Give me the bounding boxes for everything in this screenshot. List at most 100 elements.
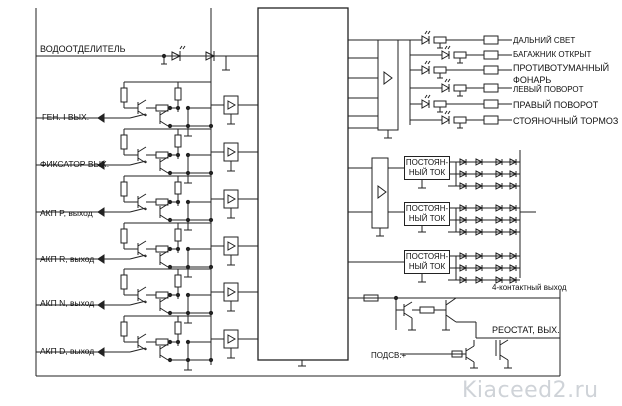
- indicator-network: [348, 39, 411, 139]
- resistor: [174, 181, 182, 195]
- junction-dot: [208, 123, 214, 129]
- led-icon: [495, 252, 504, 260]
- led-icon: [421, 65, 431, 75]
- led-icon: [459, 204, 468, 212]
- resistor: [120, 134, 128, 150]
- label-akp-p: АКП P, выход: [40, 208, 93, 218]
- resistor: [433, 66, 447, 74]
- output-arrow: [97, 300, 105, 310]
- cc-label-line2: НЫЙ ТОК: [408, 168, 446, 177]
- led-string: [448, 216, 520, 224]
- led-icon: [509, 170, 518, 178]
- transistor: [159, 109, 169, 127]
- connector: [483, 50, 499, 60]
- label-right-turn: ПРАВЫЙ ПОВОРОТ: [513, 100, 599, 110]
- indicator-row: [410, 78, 512, 97]
- transistor: [137, 333, 147, 351]
- left-output-channels: [36, 81, 258, 371]
- led-icon: [441, 50, 451, 60]
- resistor: [155, 291, 169, 299]
- label-akp-d: АКП D, выход: [40, 346, 95, 356]
- driver-block: [371, 157, 389, 229]
- junction-dot: [208, 357, 214, 363]
- indicator-row: [410, 60, 512, 79]
- constant-current-source-1: ПОСТОЯН- НЫЙ ТОК: [404, 156, 450, 180]
- resistor: [155, 104, 169, 112]
- led-grid: [448, 158, 520, 284]
- label-fog-lamp-1: ПРОТИВОТУМАННЫЙ: [513, 63, 610, 73]
- resistor: [155, 198, 169, 206]
- resistor: [155, 245, 169, 253]
- led-icon: [509, 276, 518, 284]
- indicator-row: [410, 30, 512, 49]
- indicator-row: [410, 94, 512, 113]
- transistor: [137, 193, 147, 211]
- connector: [483, 83, 499, 93]
- cc-label-line2: НЫЙ ТОК: [408, 262, 446, 271]
- transistor: [137, 99, 147, 117]
- junction-dot: [208, 217, 214, 223]
- led-icon: [495, 276, 504, 284]
- led-icon: [495, 228, 504, 236]
- led-icon: [459, 228, 468, 236]
- label-trunk-open: БАГАЖНИК ОТКРЫТ: [513, 50, 592, 59]
- junction-dot: [167, 339, 173, 345]
- led-icon: [441, 83, 451, 93]
- junction-dot: [167, 264, 173, 270]
- output-channel: [36, 315, 258, 371]
- junction-dot: [167, 170, 173, 176]
- led-icon: [509, 264, 518, 272]
- led-icon: [475, 158, 484, 166]
- led-icon: [421, 99, 431, 109]
- led-icon: [509, 228, 518, 236]
- led-icon: [509, 182, 518, 190]
- resistor: [120, 87, 128, 103]
- resistor: [174, 228, 182, 242]
- led-icon: [495, 216, 504, 224]
- output-channel: [36, 222, 258, 278]
- resistor: [174, 134, 182, 148]
- led-icon: [495, 170, 504, 178]
- led-icon: [475, 264, 484, 272]
- led-icon: [459, 182, 468, 190]
- indicator-row: [410, 45, 512, 64]
- junction-dot: [167, 292, 173, 298]
- resistor: [453, 84, 467, 92]
- resistor: [120, 321, 128, 337]
- led-icon: [421, 35, 431, 45]
- led-icon: [459, 170, 468, 178]
- junction-dot: [175, 246, 181, 252]
- transistor: [159, 156, 169, 174]
- led-string: [448, 264, 520, 272]
- junction-dot: [175, 292, 181, 298]
- resistor: [120, 181, 128, 197]
- output-channel: [36, 81, 258, 137]
- label-4-pin-output: 4-контактный выход: [492, 283, 567, 292]
- led-icon: [459, 158, 468, 166]
- junction-dot: [167, 357, 173, 363]
- label-fixator-out: ФИКСАТОР ВЫХ.: [40, 159, 110, 169]
- led-icon: [459, 264, 468, 272]
- label-water-separator: ВОДООТДЕЛИТЕЛЬ: [40, 44, 126, 54]
- resistor: [363, 294, 379, 302]
- output-arrow: [97, 347, 105, 357]
- label-left-turn: ЛЕВЫЙ ПОВОРОТ: [513, 85, 584, 94]
- led-string: [448, 204, 520, 212]
- junction-dot: [167, 105, 173, 111]
- led-string: [448, 276, 520, 284]
- label-akp-r: АКП R, выход: [40, 254, 95, 264]
- cc-label-line1: ПОСТОЯН-: [405, 204, 449, 213]
- label-high-beam: ДАЛЬНИЙ СВЕТ: [513, 36, 576, 45]
- transistor: [159, 250, 169, 268]
- label-backlight: ПОДСВ.+: [371, 351, 407, 360]
- resistor: [174, 87, 182, 101]
- junction-dot: [167, 310, 173, 316]
- led-icon: [459, 252, 468, 260]
- output-arrow: [97, 160, 105, 170]
- led-string: [448, 182, 520, 190]
- cc-label-line1: ПОСТОЯН-: [405, 252, 449, 261]
- label-akp-n: АКП N, выход: [40, 298, 95, 308]
- junction-dot: [208, 170, 214, 176]
- junction-dot: [175, 199, 181, 205]
- output-arrow: [97, 207, 105, 217]
